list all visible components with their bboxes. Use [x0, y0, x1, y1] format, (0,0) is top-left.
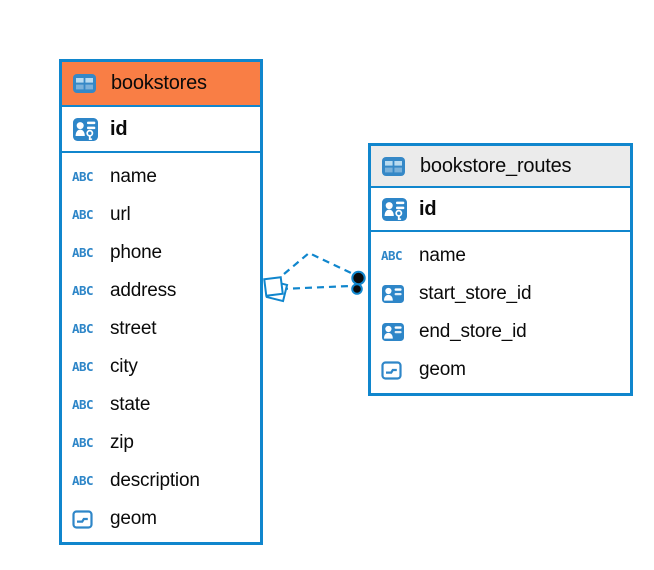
table-bookstores-header[interactable]: bookstores [62, 62, 260, 107]
table-icon [72, 73, 103, 94]
column-label: phone [110, 242, 162, 263]
column-row-id[interactable]: id [371, 188, 630, 232]
column-label: name [419, 245, 466, 266]
table-bookstores[interactable]: bookstores id ABC name [59, 59, 263, 545]
foreign-key-icon [381, 284, 412, 304]
text-type-icon: ABC [72, 396, 94, 412]
foreign-key-icon [381, 322, 412, 342]
text-type-icon: ABC [72, 244, 94, 260]
table-title: bookstore_routes [420, 154, 572, 177]
relationship-connector[interactable] [263, 251, 366, 303]
dot-marker [351, 270, 366, 295]
column-label: city [110, 356, 138, 377]
column-row-geom[interactable]: geom [371, 351, 630, 389]
primary-key-icon [381, 197, 412, 222]
column-row-street[interactable]: ABC street [62, 310, 260, 348]
column-label: id [110, 117, 128, 140]
table-title: bookstores [111, 72, 207, 94]
text-type-icon: ABC [72, 472, 94, 488]
geometry-type-icon [72, 509, 103, 529]
column-row-state[interactable]: ABC state [62, 386, 260, 424]
column-row-phone[interactable]: ABC phone [62, 234, 260, 272]
column-row-name[interactable]: ABC name [62, 158, 260, 196]
primary-key-icon [72, 117, 103, 142]
column-label: start_store_id [419, 283, 532, 304]
relationship-line-upper[interactable] [283, 251, 352, 275]
text-type-icon: ABC [72, 320, 94, 336]
column-label: end_store_id [419, 321, 527, 342]
text-type-icon: ABC [72, 282, 94, 298]
column-label: zip [110, 432, 134, 453]
column-list: ABC name start_store_id [371, 232, 630, 393]
column-label: address [110, 280, 177, 301]
column-label: name [110, 166, 157, 187]
column-row-start-store-id[interactable]: start_store_id [371, 275, 630, 313]
column-row-geom[interactable]: geom [62, 500, 260, 538]
table-bookstore-routes[interactable]: bookstore_routes id ABC name [368, 143, 633, 396]
column-list: ABC name ABC url ABC phone ABC address A… [62, 153, 260, 542]
text-type-icon: ABC [72, 434, 94, 450]
column-row-zip[interactable]: ABC zip [62, 424, 260, 462]
column-row-id[interactable]: id [62, 107, 260, 153]
column-label: geom [110, 508, 157, 529]
column-label: street [110, 318, 157, 339]
column-row-city[interactable]: ABC city [62, 348, 260, 386]
text-type-icon: ABC [381, 247, 403, 263]
text-type-icon: ABC [72, 358, 94, 374]
geometry-type-icon [381, 360, 412, 380]
column-label: state [110, 394, 151, 415]
column-row-end-store-id[interactable]: end_store_id [371, 313, 630, 351]
column-label: geom [419, 359, 466, 380]
column-row-url[interactable]: ABC url [62, 196, 260, 234]
column-label: description [110, 470, 200, 491]
diamond-marker [263, 276, 289, 303]
text-type-icon: ABC [72, 168, 94, 184]
column-row-description[interactable]: ABC description [62, 462, 260, 500]
table-bookstore-routes-header[interactable]: bookstore_routes [371, 146, 630, 188]
column-label: url [110, 204, 131, 225]
relationship-line-lower[interactable] [280, 284, 351, 291]
column-label: id [419, 197, 437, 220]
table-icon [381, 156, 412, 177]
column-row-name[interactable]: ABC name [371, 237, 630, 275]
column-row-address[interactable]: ABC address [62, 272, 260, 310]
text-type-icon: ABC [72, 206, 94, 222]
